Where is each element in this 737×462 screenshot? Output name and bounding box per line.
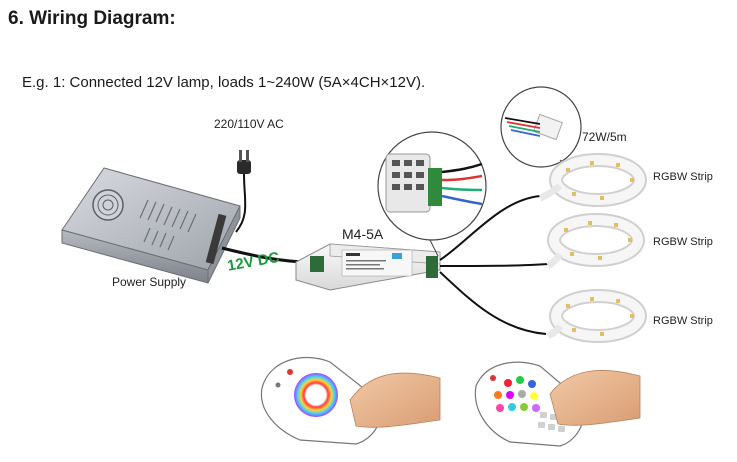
- output-terminal: [426, 256, 438, 278]
- number-keys-icon: [538, 412, 567, 432]
- controller-model-label: M4-5A: [342, 226, 384, 242]
- input-terminal: [310, 256, 324, 272]
- strip-spec-label: 72W/5m: [582, 130, 627, 144]
- remote-button-pad: [474, 361, 641, 447]
- hand-icon: [549, 370, 641, 426]
- strip-2-label: RGBW Strip: [653, 236, 713, 248]
- strip-wire-zoom-callout: [500, 86, 582, 171]
- power-supply-unit: [61, 167, 241, 284]
- psu-terminal-block: [205, 213, 227, 265]
- remote-color-wheel: [260, 356, 441, 445]
- color-buttons-icon: [494, 376, 540, 412]
- m4-5a-controller: [295, 243, 441, 291]
- section-title: 6. Wiring Diagram:: [8, 8, 176, 29]
- example-description: E.g. 1: Connected 12V lamp, loads 1~240W…: [22, 74, 426, 91]
- fan-grille-icon: [92, 189, 124, 221]
- strip-1-label: RGBW Strip: [653, 171, 713, 183]
- led-strip-reel-1: [538, 153, 647, 207]
- power-supply-label: Power Supply: [112, 275, 187, 289]
- strip-3-label: RGBW Strip: [653, 315, 713, 327]
- terminal-zoom-callout: [377, 131, 487, 257]
- led-strip-reel-3: [546, 289, 647, 343]
- led-strip-reel-2: [546, 213, 645, 270]
- ac-input-label: 220/110V AC: [214, 117, 284, 131]
- hand-icon: [349, 372, 441, 428]
- output-wires: [439, 195, 549, 335]
- ac-plug-icon: [235, 150, 251, 233]
